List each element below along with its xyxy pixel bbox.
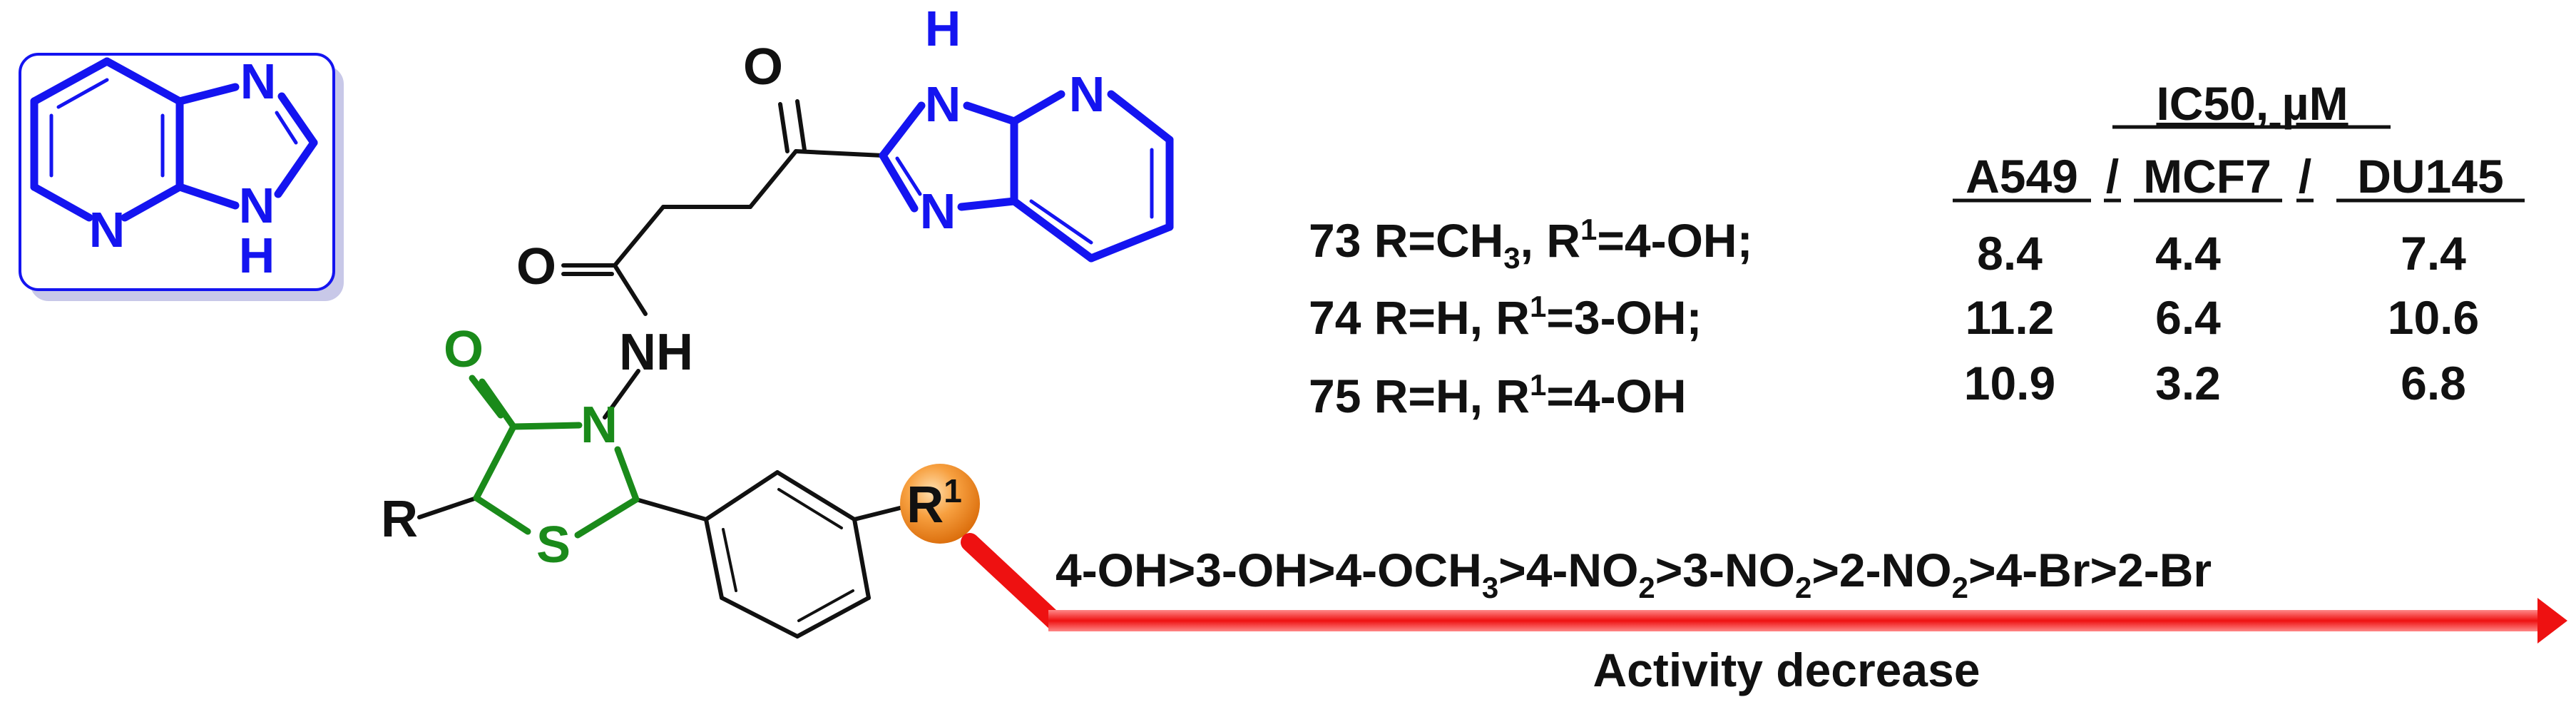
sar-s3: 2: [1795, 571, 1811, 604]
inset-bonds: [30, 57, 318, 222]
ic50-75-mcf7: 3.2: [2155, 357, 2221, 410]
sar-p1: 4-OH>3-OH>4-OCH: [1056, 544, 1482, 596]
inset-atom-n-top: N: [240, 54, 277, 109]
sar-p4: >2-NO: [1811, 544, 1951, 596]
col-sep-1: /: [2106, 150, 2119, 203]
arrow-label: Activity decrease: [1593, 644, 1980, 696]
scaffold-inset: N N N H: [19, 53, 344, 301]
sar-order: 4-OH>3-OH>4-OCH3>4-NO2>3-NO2>2-NO2>4-Br>…: [1056, 544, 2212, 604]
molecule: O O NH O N S R H N N N R1: [381, 1, 1174, 639]
activity-arrow: [961, 533, 2567, 644]
compound-74: 74 R=H, R1=3-OH;: [1309, 290, 1702, 344]
benzene-inner-bonds: [722, 488, 854, 622]
r1-ball: [900, 464, 980, 544]
atom-ring-n: N: [581, 397, 618, 454]
compound-73: 73 R=CH3, R1=4-OH;: [1309, 213, 1753, 275]
ic50-73-a549: 8.4: [1977, 227, 2043, 280]
svg-text:R1: R1: [906, 472, 962, 534]
compound-73-rest: =4-OH;: [1597, 214, 1752, 267]
sar-p2: >4-NO: [1498, 544, 1638, 596]
thiazolidinone-bonds: [469, 375, 640, 539]
atom-amide-o: O: [516, 238, 556, 295]
compound-74-sup: 1: [1530, 290, 1546, 323]
compound-75-label: 75 R=H, R: [1309, 370, 1530, 422]
ic50-74-du145: 10.6: [2388, 291, 2479, 344]
r1-superscript: 1: [944, 472, 962, 509]
atom-ketone-o: O: [743, 39, 783, 96]
inset-atom-n-left: N: [89, 202, 126, 258]
arrow-diagonal: [961, 533, 1063, 630]
compound-74-label: 74 R=H, R: [1309, 291, 1530, 344]
inset-double-bonds: [49, 78, 298, 178]
col-header-a549: A549: [1966, 150, 2078, 203]
compound-75: 75 R=H, R1=4-OH: [1309, 368, 1687, 422]
compound-75-sup: 1: [1530, 368, 1546, 402]
compound-73-sup: 1: [1580, 213, 1597, 246]
ic50-73-du145: 7.4: [2401, 227, 2466, 280]
atom-ring-o: O: [444, 321, 484, 378]
col-header-mcf7: MCF7: [2143, 150, 2271, 203]
compound-74-rest: =3-OH;: [1546, 291, 1702, 344]
sar-s1: 3: [1482, 571, 1498, 604]
col-header-du145: DU145: [2357, 150, 2503, 203]
atom-imidazole-h: H: [925, 1, 961, 56]
atom-r-group: R: [381, 491, 418, 548]
atom-imidazole-n-bottom: N: [920, 183, 956, 239]
r1-marker: R1: [900, 464, 980, 544]
compound-list: 73 R=CH3, R1=4-OH; 74 R=H, R1=3-OH; 75 R…: [1309, 213, 1753, 422]
arrow-head: [2537, 598, 2567, 644]
compound-73-sub: 3: [1503, 241, 1520, 275]
sar-s2: 2: [1638, 571, 1655, 604]
atom-ring-s: S: [536, 517, 571, 574]
arrow-shaft: [1048, 610, 2539, 631]
atom-pyridine-n: N: [1069, 66, 1105, 122]
col-sep-2: /: [2299, 150, 2311, 203]
atom-imidazole-n-top: N: [925, 76, 961, 132]
ic50-74-a549: 11.2: [1966, 291, 2055, 344]
sar-p5: >4-Br>2-Br: [1968, 544, 2212, 596]
inset-atom-n-bottom: N: [239, 178, 275, 233]
sar-s4: 2: [1952, 571, 1968, 604]
linker-bonds: [417, 99, 902, 639]
imidazopyridine-bonds: [879, 90, 1174, 263]
atom-nh: NH: [619, 324, 693, 381]
inset-atom-h-bottom: H: [239, 228, 275, 283]
r1-label: R: [906, 477, 944, 534]
ic50-73-mcf7: 4.4: [2155, 227, 2221, 280]
ic50-74-mcf7: 6.4: [2155, 291, 2221, 344]
imidazopyridine-inner-bonds: [895, 148, 1154, 245]
ic50-title: IC50, µM: [2156, 77, 2348, 130]
ic50-75-a549: 10.9: [1964, 357, 2055, 410]
compound-73-mid: , R: [1520, 214, 1580, 267]
compound-75-rest: =4-OH: [1546, 370, 1686, 422]
ic50-75-du145: 6.8: [2401, 357, 2466, 410]
ic50-table: IC50, µM A549 / MCF7 / DU145 8.4 4.4 7.4…: [1953, 77, 2525, 410]
compound-73-label: 73 R=CH: [1309, 214, 1503, 267]
sar-p3: >3-NO: [1655, 544, 1795, 596]
